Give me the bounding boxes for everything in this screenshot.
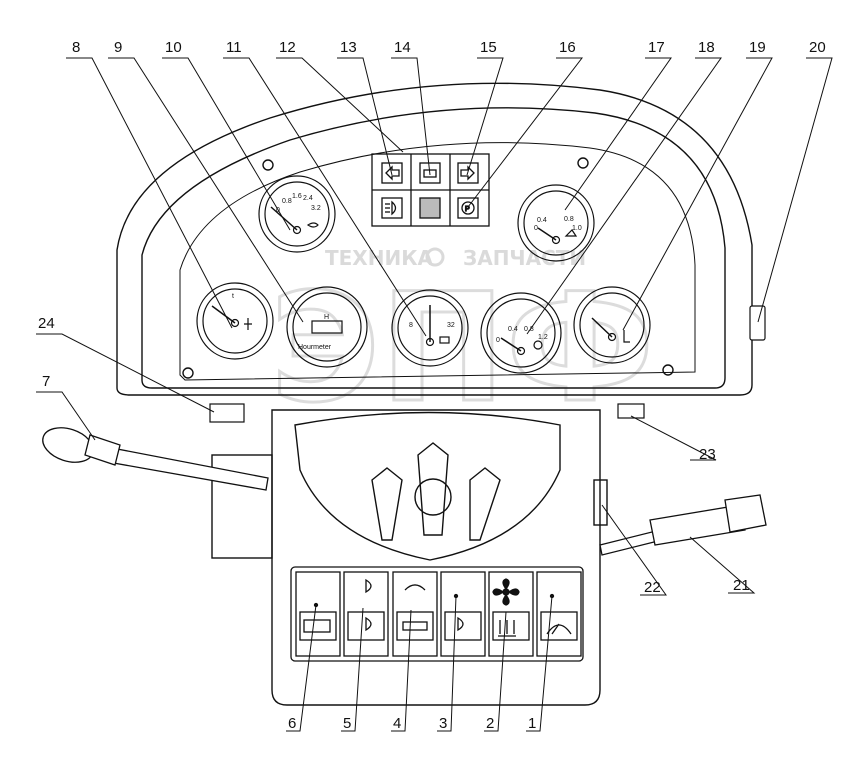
callout-15: 15 (480, 39, 497, 56)
pr-scale-3: 1.2 (538, 334, 548, 341)
watermark-gear-icon (425, 247, 445, 267)
callout-2: 2 (486, 715, 494, 732)
callout-1: 1 (528, 715, 536, 732)
callout-13: 13 (340, 39, 357, 56)
ur-scale-2: 0.8 (564, 216, 574, 223)
ur-scale-0: 0 (534, 225, 538, 232)
callout-24: 24 (38, 315, 55, 332)
callout-5: 5 (343, 715, 351, 732)
pr-scale-2: 0.8 (524, 326, 534, 333)
callout-3: 3 (439, 715, 447, 732)
switch-2-fan (488, 571, 534, 657)
switch-4-work-light (392, 571, 438, 657)
pr-scale-1: 0.4 (508, 326, 518, 333)
pressure-gauge (480, 292, 562, 374)
lower-console (211, 409, 608, 706)
callout-23: 23 (699, 446, 716, 463)
lower-left-gauge (196, 282, 274, 360)
blank-lamp-icon (419, 197, 441, 219)
right-mount-tab (617, 403, 645, 419)
voltage-gauge (391, 289, 469, 367)
callout-19: 19 (749, 39, 766, 56)
callout-18: 18 (698, 39, 715, 56)
dashboard-housing (116, 82, 753, 396)
ul-scale-2: 1.6 (292, 193, 302, 200)
side-switch (749, 305, 766, 341)
callout-17: 17 (648, 39, 665, 56)
volt-scale-0: 8 (409, 322, 413, 329)
work-light-icon (404, 584, 426, 591)
watermark: ТЕХНИКА ЗАПЧАСТИ ЭПФ (269, 246, 656, 438)
svg-text:P: P (465, 206, 470, 213)
watermark-left-word: ТЕХНИКА (325, 246, 434, 270)
fuel-icon (564, 229, 578, 237)
right-control-lever (599, 494, 767, 556)
callout-7: 7 (42, 373, 50, 390)
left-control-lever (42, 427, 269, 491)
oil-can-icon (306, 222, 319, 228)
switch-5-fog-light (343, 571, 389, 657)
callout-9: 9 (114, 39, 122, 56)
callout-20: 20 (809, 39, 826, 56)
warning-lamp-block: P (371, 153, 490, 227)
watermark-right-word: ЗАПЧАСТИ (463, 246, 586, 270)
fog-light-icon (365, 578, 372, 594)
temperature-icon (623, 330, 630, 343)
switch-1-wiper (536, 571, 582, 657)
rear-light-icon (303, 619, 331, 633)
turn-right-arrow-icon (457, 162, 479, 184)
ul-scale-3: 2.4 (303, 195, 313, 202)
upper-right-gauge (517, 184, 595, 262)
hour-meter-letter: H (324, 314, 329, 321)
callout-4: 4 (393, 715, 401, 732)
callout-21: 21 (733, 577, 750, 594)
volt-scale-1: 32 (447, 322, 455, 329)
temperature-icon (244, 318, 252, 330)
ul-scale-4: 3.2 (311, 205, 321, 212)
left-mount-tab (209, 403, 245, 423)
callout-16: 16 (559, 39, 576, 56)
hour-meter (286, 286, 368, 368)
upper-left-gauge (258, 175, 336, 253)
heater-icon (498, 620, 516, 637)
battery-icon (419, 162, 441, 184)
ul-scale-1: 0.8 (282, 198, 292, 205)
ur-scale-1: 0.4 (537, 217, 547, 224)
fan-icon (492, 578, 520, 606)
leader-lines (36, 57, 833, 732)
callout-22: 22 (644, 579, 661, 596)
callout-10: 10 (165, 39, 182, 56)
right-temperature-gauge (573, 286, 651, 364)
turn-left-arrow-icon (381, 162, 403, 184)
pressure-icon (533, 340, 543, 350)
hour-meter-label: Hourmeter (298, 344, 332, 351)
callout-8: 8 (72, 39, 80, 56)
callout-labels: 8 9 10 11 12 13 14 15 16 17 18 19 20 24 … (38, 39, 826, 732)
callout-11: 11 (226, 39, 242, 56)
rocker-switch-panel (290, 566, 584, 662)
ur-scale-3: 1.0 (572, 225, 582, 232)
parking-brake-icon (457, 197, 479, 219)
callout-6: 6 (288, 715, 296, 732)
headlight-beam-icon (457, 616, 464, 632)
switch-6-rear-light (295, 571, 341, 657)
callout-14: 14 (394, 39, 411, 56)
headlight-icon (381, 197, 403, 219)
battery-icon (439, 336, 450, 344)
callout-12: 12 (279, 39, 296, 56)
pr-scale-0: 0 (496, 337, 500, 344)
switch-3-headlight (440, 571, 486, 657)
ll-scale-mark: t (232, 293, 234, 300)
